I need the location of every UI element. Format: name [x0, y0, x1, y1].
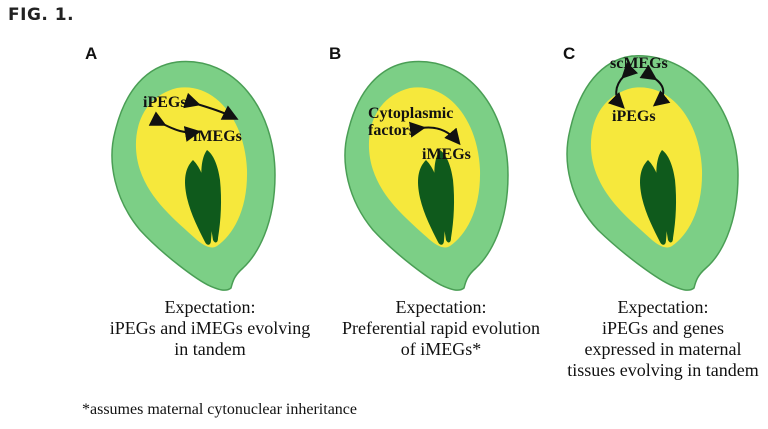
label-scmegs: scMEGs: [610, 55, 668, 72]
arrow-ipegs-imegs-bottom: [148, 111, 201, 142]
panel-a: iPEGs iMEGs: [85, 50, 305, 310]
panel-b-seed-diagram: [344, 60, 509, 291]
label-ipegs: iPEGs: [143, 94, 187, 111]
caption-line: tissues evolving in tandem: [567, 360, 759, 380]
panel-c-caption: Expectation: iPEGs and genes expressed i…: [560, 297, 766, 381]
panel-a-seed-diagram: [111, 60, 276, 291]
label-imegs: iMEGs: [193, 128, 242, 145]
panel-a-letter: A: [85, 44, 98, 63]
label-ipegs: iPEGs: [612, 108, 656, 125]
caption-line: Expectation:: [395, 297, 487, 317]
panel-a-caption: Expectation: iPEGs and iMEGs evolving in…: [85, 297, 335, 360]
caption-line: iPEGs and genes: [602, 318, 724, 338]
panel-b: Cytoplasmic factors iMEGs: [318, 50, 538, 310]
panel-c: scMEGs iPEGs: [540, 50, 760, 310]
arrow-ipegs-imegs-top: [183, 92, 239, 120]
panel-c-seed-diagram: [566, 55, 739, 291]
figure-label: FIG. 1.: [8, 5, 75, 25]
caption-line: Expectation:: [617, 297, 709, 317]
arrow-cytoplasmic-imegs: [408, 121, 461, 146]
footnote: *assumes maternal cytonuclear inheritanc…: [82, 401, 357, 418]
arrow-scmegs-ipegs-right: [639, 64, 671, 107]
panel-b-letter: B: [329, 44, 342, 63]
caption-line: expressed in maternal: [584, 339, 742, 359]
panel-c-letter: C: [563, 44, 576, 63]
label-imegs: iMEGs: [422, 146, 471, 163]
embryo: [185, 150, 222, 245]
caption-line: Expectation:: [164, 297, 256, 317]
caption-line: iPEGs and iMEGs evolving: [109, 318, 311, 338]
label-factors: factors: [368, 122, 416, 139]
caption-line: of iMEGs*: [400, 339, 482, 359]
label-cytoplasmic: Cytoplasmic: [368, 105, 454, 122]
embryo: [418, 150, 455, 245]
panel-b-caption: Expectation: Preferential rapid evolutio…: [318, 297, 564, 360]
embryo: [640, 150, 677, 245]
caption-line: Preferential rapid evolution: [342, 318, 540, 338]
arrow-scmegs-ipegs-left: [607, 61, 639, 109]
caption-line: in tandem: [174, 339, 246, 359]
